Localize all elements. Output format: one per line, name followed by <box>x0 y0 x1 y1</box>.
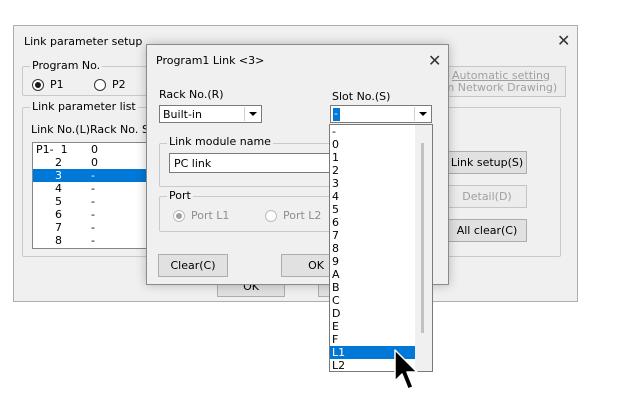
all-clear-button[interactable]: All clear(C) <box>447 219 527 242</box>
clear-button[interactable]: Clear(C) <box>158 254 228 277</box>
slot-option[interactable]: 6 <box>332 216 339 229</box>
dialog-close-icon[interactable]: ✕ <box>428 51 442 70</box>
link-module-label: Link module name <box>167 135 273 148</box>
slot-option[interactable]: 2 <box>332 164 339 177</box>
program-p1-radio[interactable]: P1 <box>32 78 64 91</box>
table-row[interactable]: 6- <box>33 208 151 221</box>
slot-option[interactable]: 3 <box>332 177 339 190</box>
rack-no-cell: - <box>91 208 95 221</box>
link-no-cell: P1- 1 <box>36 143 68 156</box>
col-link-no-header: Link No.(L) <box>31 123 90 136</box>
automatic-setting-button[interactable]: Automatic setting om Network Drawing) <box>436 66 566 97</box>
col-rack-no-header: Rack No. <box>90 123 139 136</box>
table-row[interactable]: P1- 1 0 <box>33 143 151 156</box>
port-label: Port <box>167 189 193 202</box>
rack-no-cell: - <box>91 234 95 247</box>
slot-option[interactable]: 0 <box>332 138 339 151</box>
table-row[interactable]: 5- <box>33 195 151 208</box>
program-p2-radio[interactable]: P2 <box>94 78 126 91</box>
slot-option[interactable]: C <box>332 294 340 307</box>
program-p1-label: P1 <box>50 78 64 91</box>
slot-no-select[interactable]: - <box>330 105 432 123</box>
dialog-title: Program1 Link <3> <box>156 54 265 67</box>
slot-no-value: - <box>334 107 338 120</box>
table-row[interactable]: 4- <box>33 182 151 195</box>
col-slot-header-fragment: S <box>142 123 149 136</box>
slot-option[interactable]: 4 <box>332 190 339 203</box>
rack-no-label: Rack No.(R) <box>159 88 224 101</box>
chevron-down-icon[interactable] <box>414 107 430 121</box>
table-row[interactable]: 7- <box>33 221 151 234</box>
radio-dot <box>265 209 277 222</box>
link-no-cell: 8 <box>55 234 62 247</box>
link-no-cell: 5 <box>55 195 62 208</box>
slot-no-label: Slot No.(S) <box>332 90 391 103</box>
chevron-down-icon[interactable] <box>244 107 260 121</box>
slot-option[interactable]: E <box>332 320 339 333</box>
slot-option[interactable]: 9 <box>332 255 339 268</box>
program-no-label: Program No. <box>30 59 103 72</box>
link-no-cell: 4 <box>55 182 62 195</box>
table-row[interactable]: 8- <box>33 234 151 247</box>
table-row[interactable]: 3- <box>33 169 151 182</box>
slot-option[interactable]: A <box>332 268 340 281</box>
slot-option[interactable]: L2 <box>332 359 346 372</box>
automatic-setting-line2: om Network Drawing) <box>436 80 558 94</box>
link-module-field[interactable]: PC link <box>169 153 339 173</box>
detail-button[interactable]: Detail(D) <box>447 185 527 208</box>
radio-dot <box>94 78 106 91</box>
port-l2-radio[interactable]: Port L2 <box>265 209 321 222</box>
dropdown-scrollbar[interactable] <box>415 125 432 371</box>
link-no-cell: 3 <box>55 169 62 182</box>
window-close-icon[interactable]: ✕ <box>557 31 571 50</box>
automatic-setting-line1: Automatic setting <box>451 68 551 82</box>
program-p2-label: P2 <box>112 78 126 91</box>
port-l1-radio[interactable]: Port L1 <box>173 209 229 222</box>
slot-option[interactable]: 7 <box>332 229 339 242</box>
link-no-cell: 6 <box>55 208 62 221</box>
rack-no-cell: - <box>91 221 95 234</box>
link-parameter-list-label: Link parameter list <box>30 100 138 113</box>
window-title: Link parameter setup <box>24 35 143 48</box>
slot-option[interactable]: B <box>332 281 340 294</box>
rack-no-cell: - <box>91 195 95 208</box>
scrollbar-thumb[interactable] <box>421 143 424 333</box>
radio-dot <box>173 209 185 222</box>
link-no-cell: 7 <box>55 221 62 234</box>
mouse-cursor-icon <box>394 349 418 390</box>
slot-option[interactable]: - <box>332 125 336 138</box>
rack-no-cell: - <box>91 182 95 195</box>
rack-no-select[interactable]: Built-in <box>159 105 262 123</box>
slot-option[interactable]: 8 <box>332 242 339 255</box>
slot-option[interactable]: 5 <box>332 203 339 216</box>
slot-option[interactable]: 1 <box>332 151 339 164</box>
radio-dot <box>32 78 44 91</box>
rack-no-cell: - <box>91 169 95 182</box>
slot-option[interactable]: F <box>332 333 339 346</box>
link-setup-button[interactable]: Link setup(S) <box>447 151 527 174</box>
rack-no-cell: 0 <box>91 156 98 169</box>
slot-option[interactable]: D <box>332 307 341 320</box>
link-setup-dialog: Program1 Link <3> ✕ Rack No.(R) Built-in… <box>146 44 449 285</box>
link-no-cell: 2 <box>55 156 62 169</box>
rack-no-cell: 0 <box>91 143 98 156</box>
